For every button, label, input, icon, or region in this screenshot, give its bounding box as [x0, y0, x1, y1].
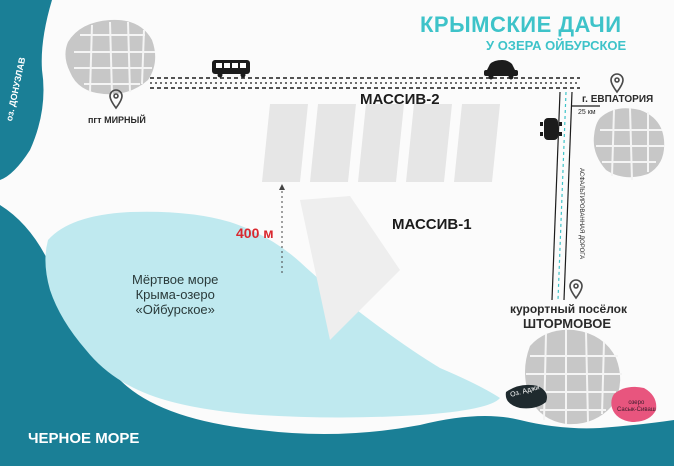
lake-label-line-3: «Ойбурское»: [135, 302, 215, 317]
car-icon: [484, 60, 518, 80]
map-subtitle: У ОЗЕРА ОЙБУРСКОЕ: [486, 38, 627, 53]
lake-label: Мёртвое море Крыма-озеро «Ойбурское»: [132, 272, 218, 317]
distance-label: 400 м: [236, 225, 274, 241]
oibur-lake-shape: [45, 211, 501, 418]
massiv-2-label: МАССИВ-2: [360, 91, 440, 108]
shtormovoe-town-shape: [525, 329, 622, 425]
distance-km-label: 25 км: [578, 109, 596, 116]
resort-label-line-2: ШТОРМОВОЕ: [523, 316, 612, 331]
lake-label-line-1: Мёртвое море: [132, 272, 219, 287]
massiv-1-label: МАССИВ-1: [392, 216, 472, 233]
location-pin-icon: [610, 73, 624, 94]
car-top-icon: [540, 118, 562, 140]
evpatoria-town-shape: [593, 107, 665, 181]
donuzlav-lake-shape: [0, 0, 52, 180]
evpatoria-label: г. ЕВПАТОРИЯ: [582, 94, 654, 105]
sea-label: ЧЕРНОЕ МОРЕ: [28, 430, 140, 447]
black-sea-shape: [0, 205, 674, 466]
sasyk-lake-shape: [611, 386, 657, 422]
massiv-1-plot: [300, 196, 400, 340]
sasyk-lake-label-line-2: Сасык-Сиваш: [617, 407, 656, 413]
resort-label-line-1: курортный посёлок: [510, 302, 628, 316]
lake-label-line-2: Крыма-озеро: [135, 287, 215, 302]
mirny-label: пгт МИРНЫЙ: [88, 115, 146, 125]
adzhi-lake-shape: [505, 384, 547, 409]
massiv-2-plots: [262, 104, 500, 182]
road-label: АСФАЛЬТИРОВАННАЯ ДОРОГА: [578, 168, 584, 260]
location-pin-icon: [569, 279, 583, 300]
sasyk-lake-label: озеро Сасык-Сиваш: [617, 400, 656, 414]
sasyk-lake-label-line-1: озеро: [628, 400, 645, 406]
map-title: КРЫМСКИЕ ДАЧИ: [420, 12, 622, 37]
mirny-town-shape: [65, 19, 156, 95]
location-pin-icon: [109, 89, 123, 110]
bus-icon: [212, 60, 250, 78]
